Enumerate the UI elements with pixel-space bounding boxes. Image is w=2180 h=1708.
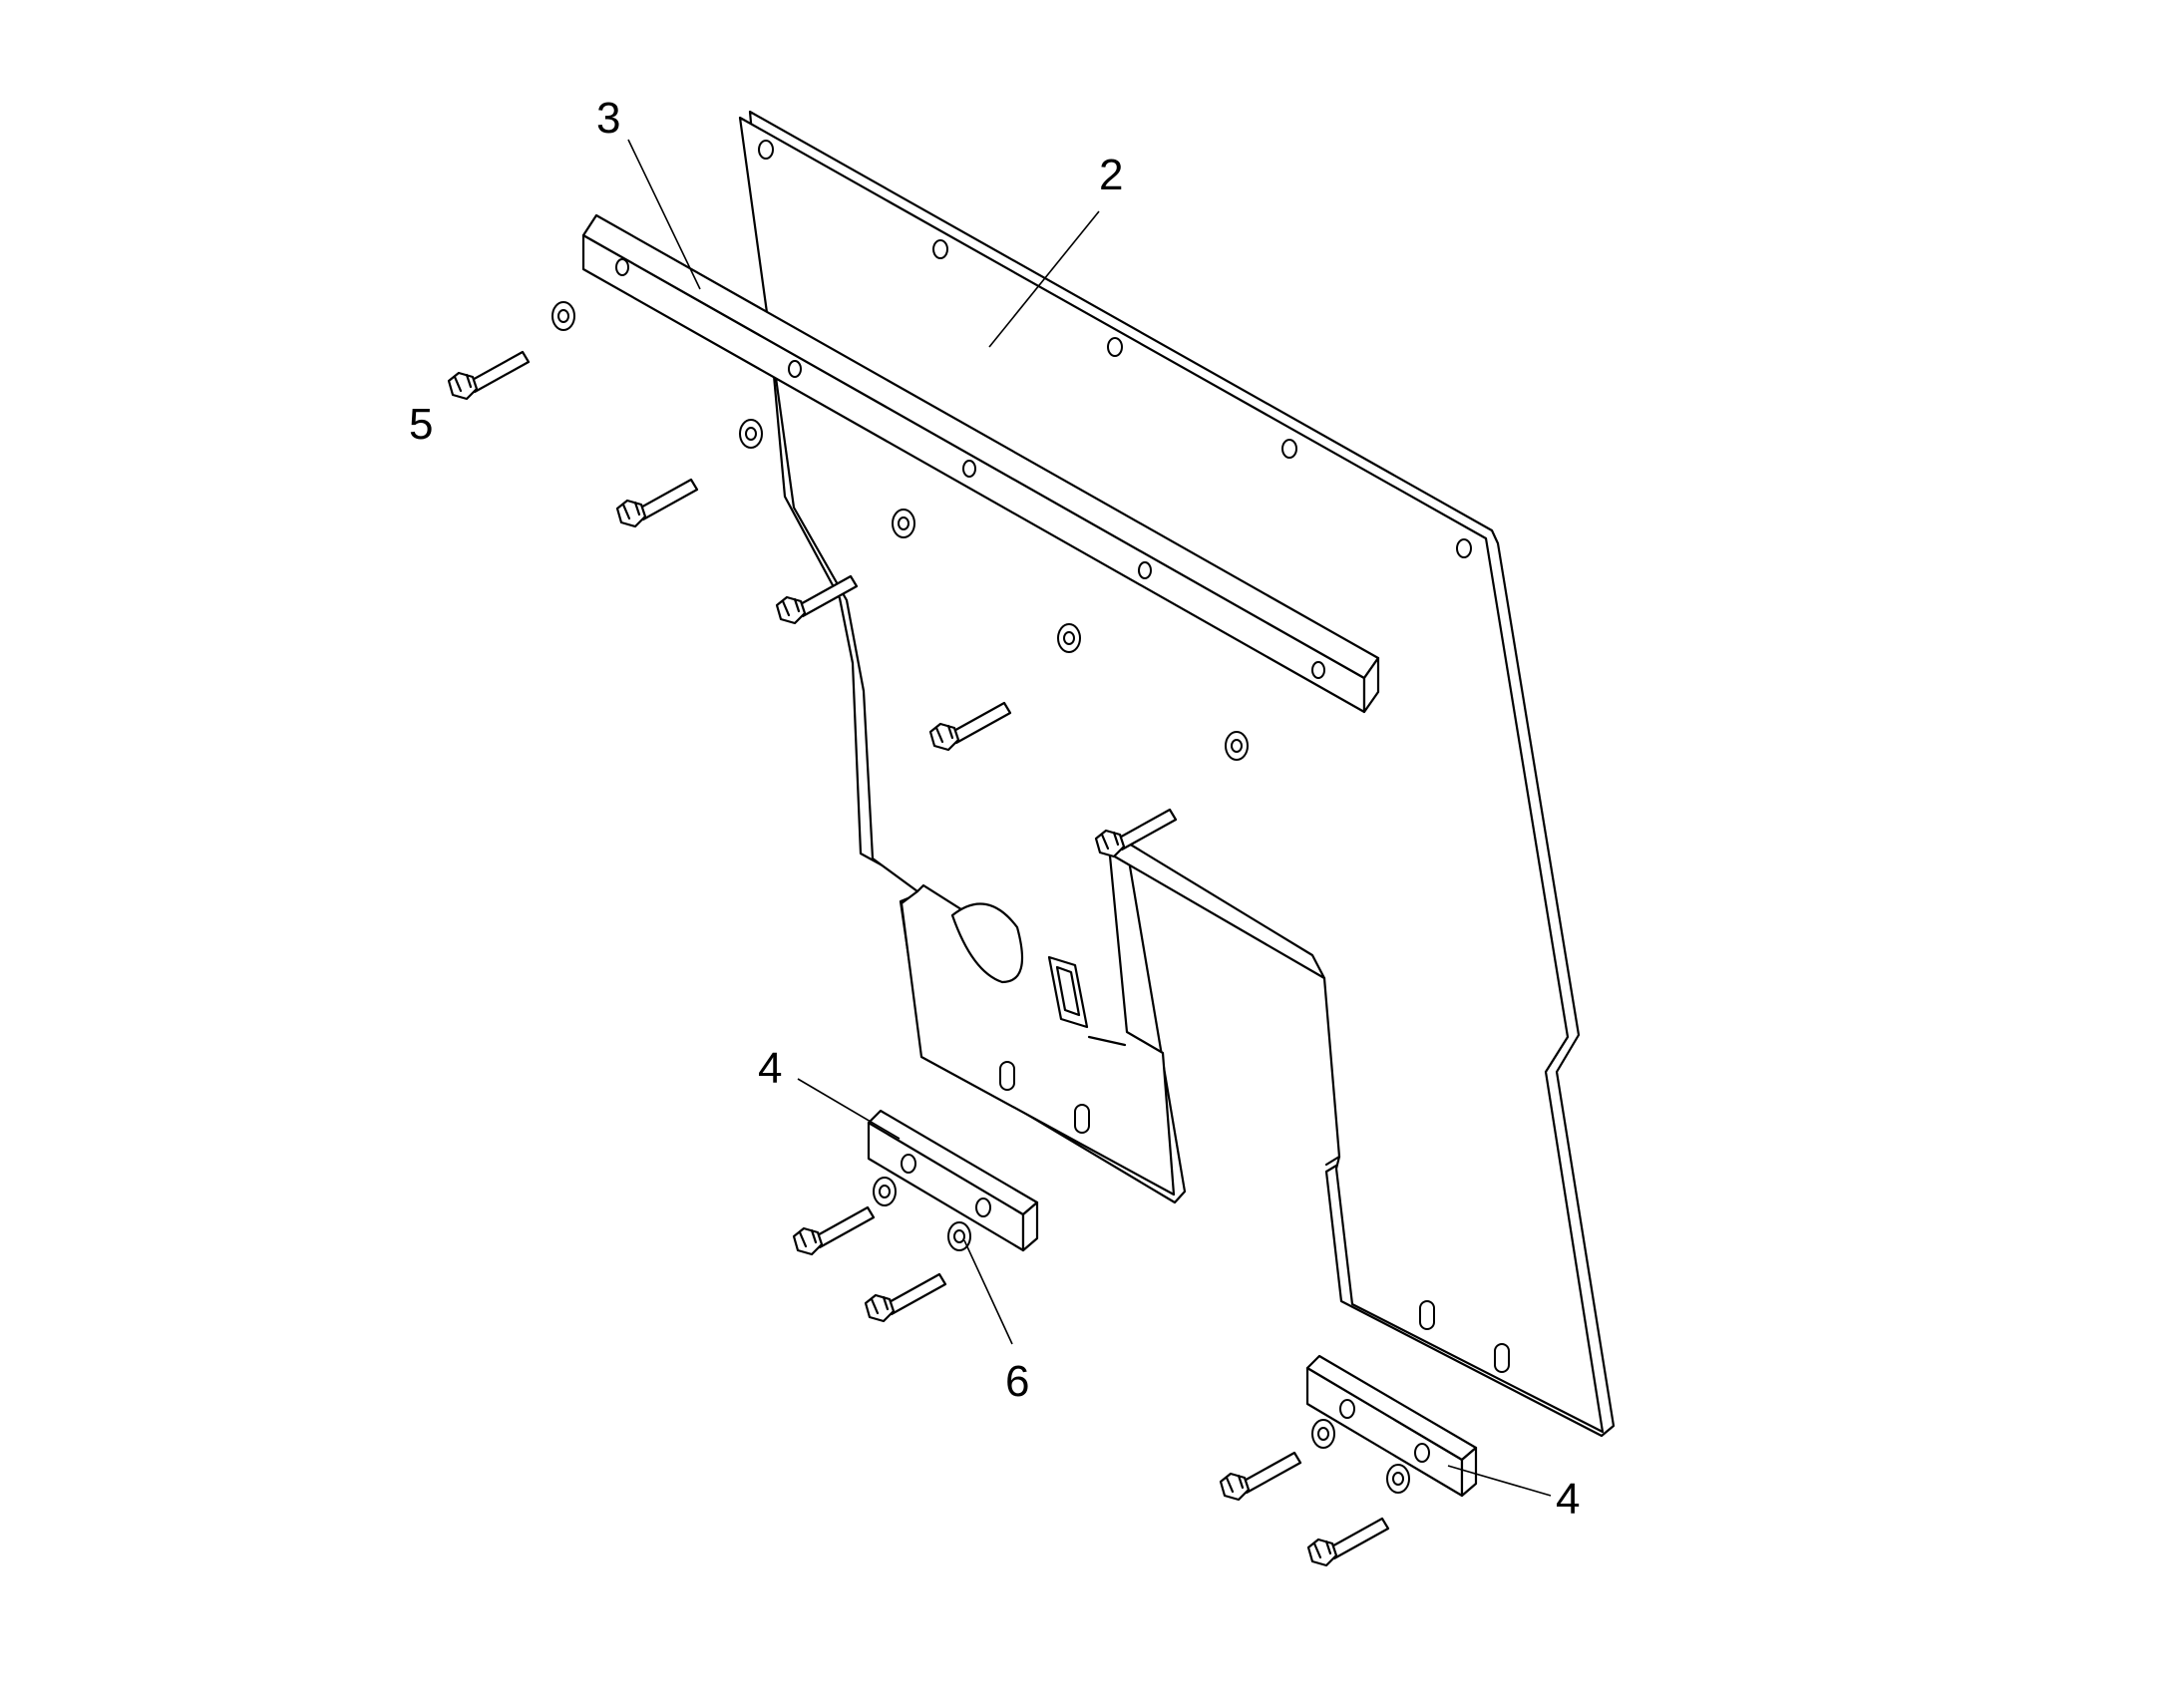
plate-hole xyxy=(758,140,774,160)
washer-icon xyxy=(739,419,763,449)
callout-part-3: 3 xyxy=(596,94,620,143)
callout-part-6: 6 xyxy=(1005,1357,1029,1406)
bar-hole xyxy=(1311,661,1325,679)
mounting-bracket-plate xyxy=(738,110,1616,1438)
washer-icon xyxy=(551,301,575,331)
bolt-icon xyxy=(447,350,531,401)
bar-hole xyxy=(615,258,629,276)
spacer-hole xyxy=(1414,1443,1430,1463)
plate-hole xyxy=(1456,538,1472,558)
plate-hole xyxy=(1281,439,1297,459)
leader-lines xyxy=(627,139,1552,1497)
bar-hole xyxy=(962,460,976,478)
top-bar xyxy=(581,213,1380,714)
callout-part-5: 5 xyxy=(409,400,433,449)
plate-slot xyxy=(1419,1300,1435,1330)
bolt-icon xyxy=(615,478,699,528)
washer-icon xyxy=(947,1221,971,1251)
washer-icon xyxy=(1225,731,1249,761)
bolt-icon xyxy=(864,1272,947,1323)
plate-slot xyxy=(999,1061,1015,1091)
washers xyxy=(551,301,1410,1494)
washer-icon xyxy=(873,1177,897,1206)
plate-hole xyxy=(932,239,948,259)
callout-part-4-right: 4 xyxy=(1556,1475,1580,1524)
plate-slot xyxy=(1494,1343,1510,1373)
washer-icon xyxy=(1057,623,1081,653)
bar-hole xyxy=(788,360,802,378)
spacer-hole xyxy=(975,1197,991,1217)
plate-hole xyxy=(1107,337,1123,357)
bolt-icon xyxy=(1306,1517,1390,1567)
washer-icon xyxy=(892,509,915,538)
bar-hole xyxy=(1138,561,1152,579)
spacer-block-right xyxy=(1305,1354,1478,1498)
bolt-icon xyxy=(1219,1451,1302,1502)
spacer-hole xyxy=(1339,1399,1355,1419)
bolt-icon xyxy=(792,1205,876,1256)
callout-labels: 3 2 5 4 6 4 xyxy=(409,94,1580,1524)
callout-part-4-left: 4 xyxy=(758,1044,782,1093)
washer-icon xyxy=(1311,1419,1335,1449)
spacer-block-left xyxy=(867,1109,1039,1252)
plate-slot xyxy=(1074,1104,1090,1134)
callout-part-2: 2 xyxy=(1099,151,1123,199)
washer-icon xyxy=(1386,1464,1410,1494)
spacer-hole xyxy=(901,1154,916,1174)
